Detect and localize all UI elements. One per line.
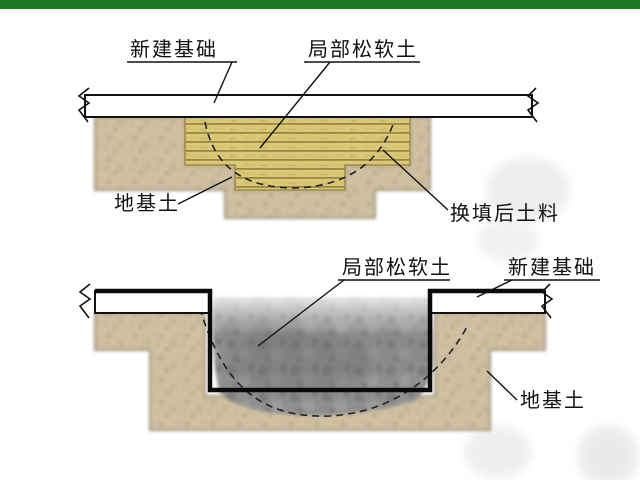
bottom-label-local-soft-soil: 局部松软土 [342, 256, 452, 279]
top-replaced-fill [184, 116, 411, 191]
top-label-local-soft-soil: 局部松软土 [308, 38, 418, 61]
bottom-base-soil [94, 312, 546, 431]
bottom-label-new-foundation: 新建基础 [508, 256, 596, 279]
bottom-diagram: 局部松软土 新建基础 地基土 [78, 256, 600, 431]
bottom-soft-soil [212, 292, 434, 416]
top-foundation-slab [84, 94, 533, 118]
top-left-break-icon [77, 87, 91, 123]
top-callout-local-soft-soil: 局部松软土 [259, 38, 420, 149]
bottom-right-foundation-slab [429, 290, 546, 314]
bottom-callout-base-soil: 地基土 [486, 370, 586, 412]
bottom-label-base-soil: 地基土 [520, 389, 586, 412]
top-accent-bar [0, 0, 640, 9]
watermark [578, 426, 638, 480]
top-soft-soil-dashed-boundary [204, 121, 395, 189]
bottom-right-break-icon [540, 283, 554, 319]
top-callout-base-soil: 地基土 [114, 176, 233, 215]
smudge-marks [464, 158, 638, 480]
bottom-excavation-outline [95, 288, 545, 393]
top-right-break-icon [526, 87, 540, 123]
bottom-left-break-icon [78, 283, 92, 319]
top-callout-new-foundation: 新建基础 [127, 38, 237, 104]
bottom-callout-new-foundation: 新建基础 [476, 256, 600, 298]
bottom-soft-soil-dashed-boundary [199, 307, 469, 417]
top-label-replaced-fill: 换填后土料 [450, 202, 560, 225]
top-label-base-soil: 地基土 [114, 192, 180, 215]
top-diagram: 新建基础 局部松软土 地基土 换填后土料 [77, 38, 560, 225]
top-callout-replaced-fill: 换填后土料 [382, 149, 560, 225]
bottom-callout-local-soft-soil: 局部松软土 [257, 256, 452, 347]
bottom-left-foundation-slab [94, 290, 211, 314]
top-label-new-foundation: 新建基础 [130, 38, 218, 61]
